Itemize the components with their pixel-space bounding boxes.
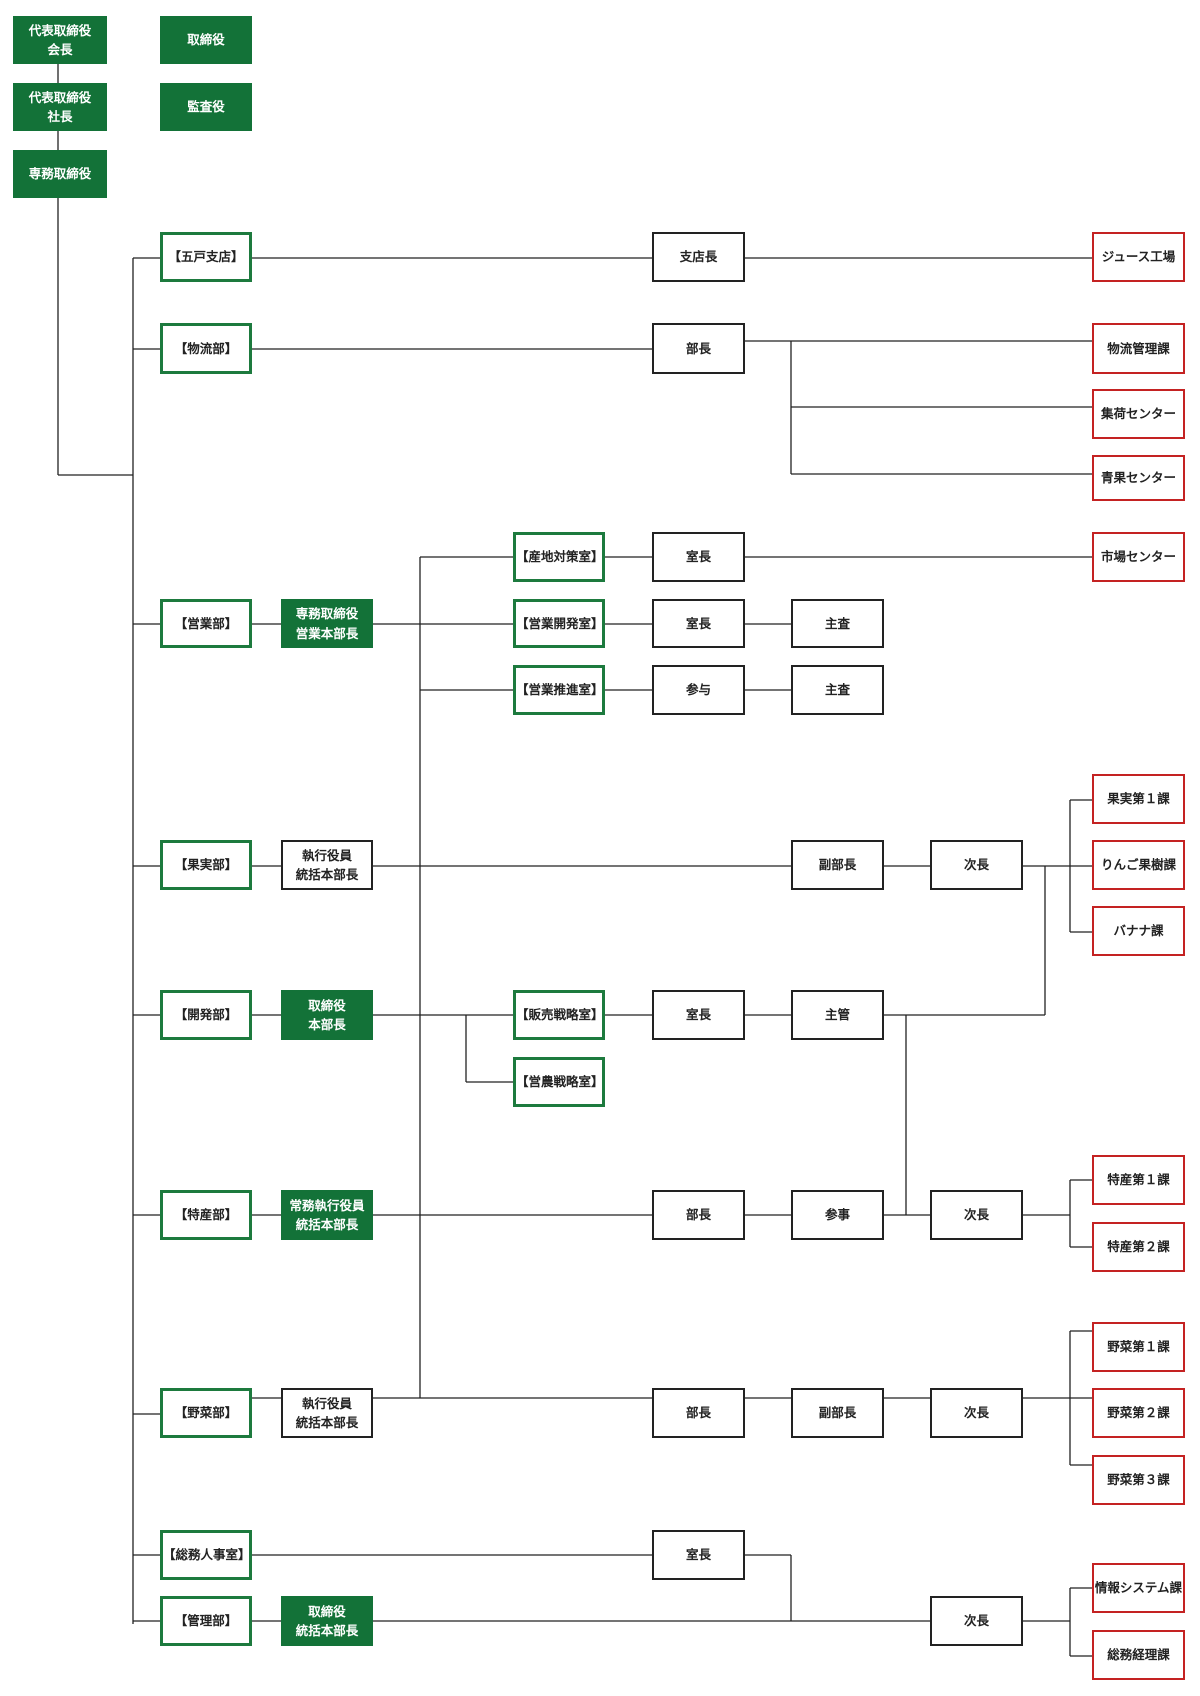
node-fruit-section-1: 果実第１課 bbox=[1092, 774, 1185, 824]
node-origin-office: 【産地対策室】 bbox=[513, 532, 605, 582]
node-fruit-deputy: 次長 bbox=[930, 840, 1023, 890]
node-specialty-gm: 常務執行役員 統括本部長 bbox=[281, 1190, 373, 1240]
node-vegetable-section-3: 野菜第３課 bbox=[1092, 1455, 1185, 1505]
node-ga-accounting-section: 総務経理課 bbox=[1092, 1630, 1185, 1680]
node-ga-hr-head: 室長 bbox=[652, 1530, 745, 1580]
node-admin-gm: 取締役 統括本部長 bbox=[281, 1596, 373, 1646]
node-produce-center: 青果センター bbox=[1092, 455, 1185, 501]
node-admin-deputy: 次長 bbox=[930, 1596, 1023, 1646]
node-fruit-dept: 【果実部】 bbox=[160, 840, 252, 890]
node-gonohe-branch-manager: 支店長 bbox=[652, 232, 745, 282]
node-sales-promo-office: 【営業推進室】 bbox=[513, 665, 605, 715]
node-admin-dept: 【管理部】 bbox=[160, 1596, 252, 1646]
node-vegetable-head: 部長 bbox=[652, 1388, 745, 1438]
node-chairman: 代表取締役 会長 bbox=[13, 16, 107, 64]
node-sales-dept: 【営業部】 bbox=[160, 599, 252, 648]
node-sales-promo-advisor: 参与 bbox=[652, 665, 745, 715]
node-sales-gm: 専務取締役 営業本部長 bbox=[281, 599, 373, 648]
node-sales-strategy-manager: 主管 bbox=[791, 990, 884, 1040]
node-vegetable-section-2: 野菜第２課 bbox=[1092, 1388, 1185, 1438]
node-specialty-section-1: 特産第１課 bbox=[1092, 1155, 1185, 1205]
node-specialty-counselor: 参事 bbox=[791, 1190, 884, 1240]
node-vegetable-section-1: 野菜第１課 bbox=[1092, 1322, 1185, 1372]
node-sales-dev-office: 【営業開発室】 bbox=[513, 599, 605, 648]
node-juice-factory: ジュース工場 bbox=[1092, 232, 1185, 282]
node-specialty-section-2: 特産第２課 bbox=[1092, 1222, 1185, 1272]
node-specialty-head: 部長 bbox=[652, 1190, 745, 1240]
node-vegetable-vice-head: 副部長 bbox=[791, 1388, 884, 1438]
node-logistics-dept: 【物流部】 bbox=[160, 323, 252, 374]
node-logistics-head: 部長 bbox=[652, 323, 745, 374]
node-origin-office-head: 室長 bbox=[652, 532, 745, 582]
node-market-center: 市場センター bbox=[1092, 532, 1185, 582]
node-collection-center: 集荷センター bbox=[1092, 389, 1185, 439]
node-development-gm: 取締役 本部長 bbox=[281, 990, 373, 1040]
node-sales-strategy-head: 室長 bbox=[652, 990, 745, 1040]
node-specialty-dept: 【特産部】 bbox=[160, 1190, 252, 1240]
node-vegetable-deputy: 次長 bbox=[930, 1388, 1023, 1438]
node-fruit-gm: 執行役員 統括本部長 bbox=[281, 840, 373, 890]
node-vegetable-dept: 【野菜部】 bbox=[160, 1388, 252, 1438]
node-info-systems-section: 情報システム課 bbox=[1092, 1563, 1185, 1613]
node-vegetable-gm: 執行役員 統括本部長 bbox=[281, 1388, 373, 1438]
node-sales-dev-chief: 主査 bbox=[791, 599, 884, 648]
node-specialty-deputy: 次長 bbox=[930, 1190, 1023, 1240]
node-agri-strategy-office: 【営農戦略室】 bbox=[513, 1057, 605, 1107]
node-logistics-mgmt-section: 物流管理課 bbox=[1092, 323, 1185, 374]
node-sales-promo-chief: 主査 bbox=[791, 665, 884, 715]
node-ga-hr-office: 【総務人事室】 bbox=[160, 1530, 252, 1580]
node-apple-section: りんご果樹課 bbox=[1092, 840, 1185, 890]
node-sales-dev-head: 室長 bbox=[652, 599, 745, 648]
node-fruit-vice-head: 副部長 bbox=[791, 840, 884, 890]
node-gonohe-branch: 【五戸支店】 bbox=[160, 232, 252, 282]
node-director: 取締役 bbox=[160, 16, 252, 64]
node-president: 代表取締役 社長 bbox=[13, 83, 107, 131]
node-development-dept: 【開発部】 bbox=[160, 990, 252, 1040]
node-auditor: 監査役 bbox=[160, 83, 252, 131]
node-senior-md: 専務取締役 bbox=[13, 150, 107, 198]
node-sales-strategy-office: 【販売戦略室】 bbox=[513, 990, 605, 1040]
node-banana-section: バナナ課 bbox=[1092, 906, 1185, 956]
